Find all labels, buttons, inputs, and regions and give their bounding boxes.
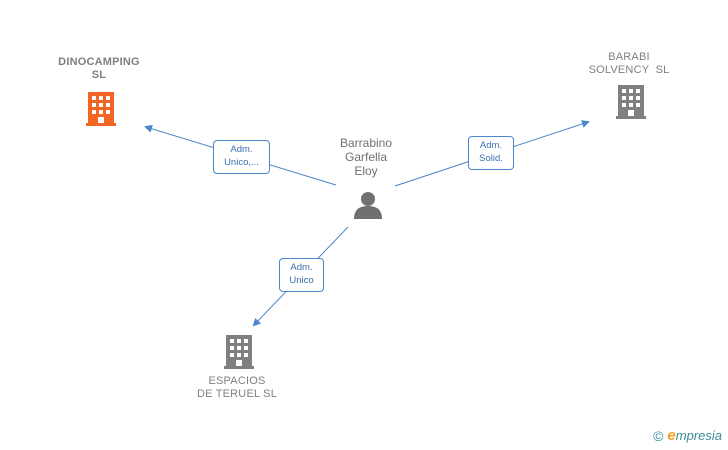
brand-footer[interactable]: © empresia <box>653 427 722 444</box>
edge-role-line2: Solid. <box>479 153 503 164</box>
company-label-barabi[interactable]: BARABI SOLVENCY SL <box>574 51 684 77</box>
person-label[interactable]: Barrabino Garfella Eloy <box>320 136 412 178</box>
company-label-dinocamping[interactable]: DINOCAMPING SL <box>40 56 158 82</box>
person-name-line3: Eloy <box>354 164 378 178</box>
edge-role-line1: Adm. <box>479 140 503 151</box>
company-name-line2: SL <box>91 69 107 81</box>
building-icon-barabi[interactable] <box>616 85 646 119</box>
company-label-espacios[interactable]: ESPACIOS DE TERUEL SL <box>180 375 294 401</box>
brand-initial: e <box>667 427 676 444</box>
building-icon-espacios[interactable] <box>224 335 254 369</box>
copyright-icon: © <box>653 427 664 444</box>
edge-label-dinocamping[interactable]: Adm. Unico,... <box>213 140 270 174</box>
company-name-line2: DE TERUEL SL <box>196 388 278 400</box>
edge-role-line1: Adm. <box>290 262 313 273</box>
building-icon-dinocamping[interactable] <box>86 92 116 126</box>
edge-role-line2: Unico <box>289 275 314 286</box>
edge-role-line1: Adm. <box>230 144 253 155</box>
company-name-line1: ESPACIOS <box>208 375 266 387</box>
edge-label-espacios[interactable]: Adm. Unico <box>279 258 324 292</box>
company-name-line1: BARABI <box>608 51 650 63</box>
brand-logo: empresia <box>667 427 722 444</box>
company-name-line1: DINOCAMPING <box>58 56 140 68</box>
edge-label-barabi[interactable]: Adm. Solid. <box>468 136 514 170</box>
brand-rest: mpresia <box>675 428 722 443</box>
edge-role-line2: Unico,... <box>224 157 259 168</box>
person-name-line1: Barrabino <box>339 136 393 150</box>
person-name-line2: Garfella <box>344 150 388 164</box>
person-icon[interactable] <box>354 192 382 219</box>
company-name-line2: SOLVENCY SL <box>588 64 670 76</box>
